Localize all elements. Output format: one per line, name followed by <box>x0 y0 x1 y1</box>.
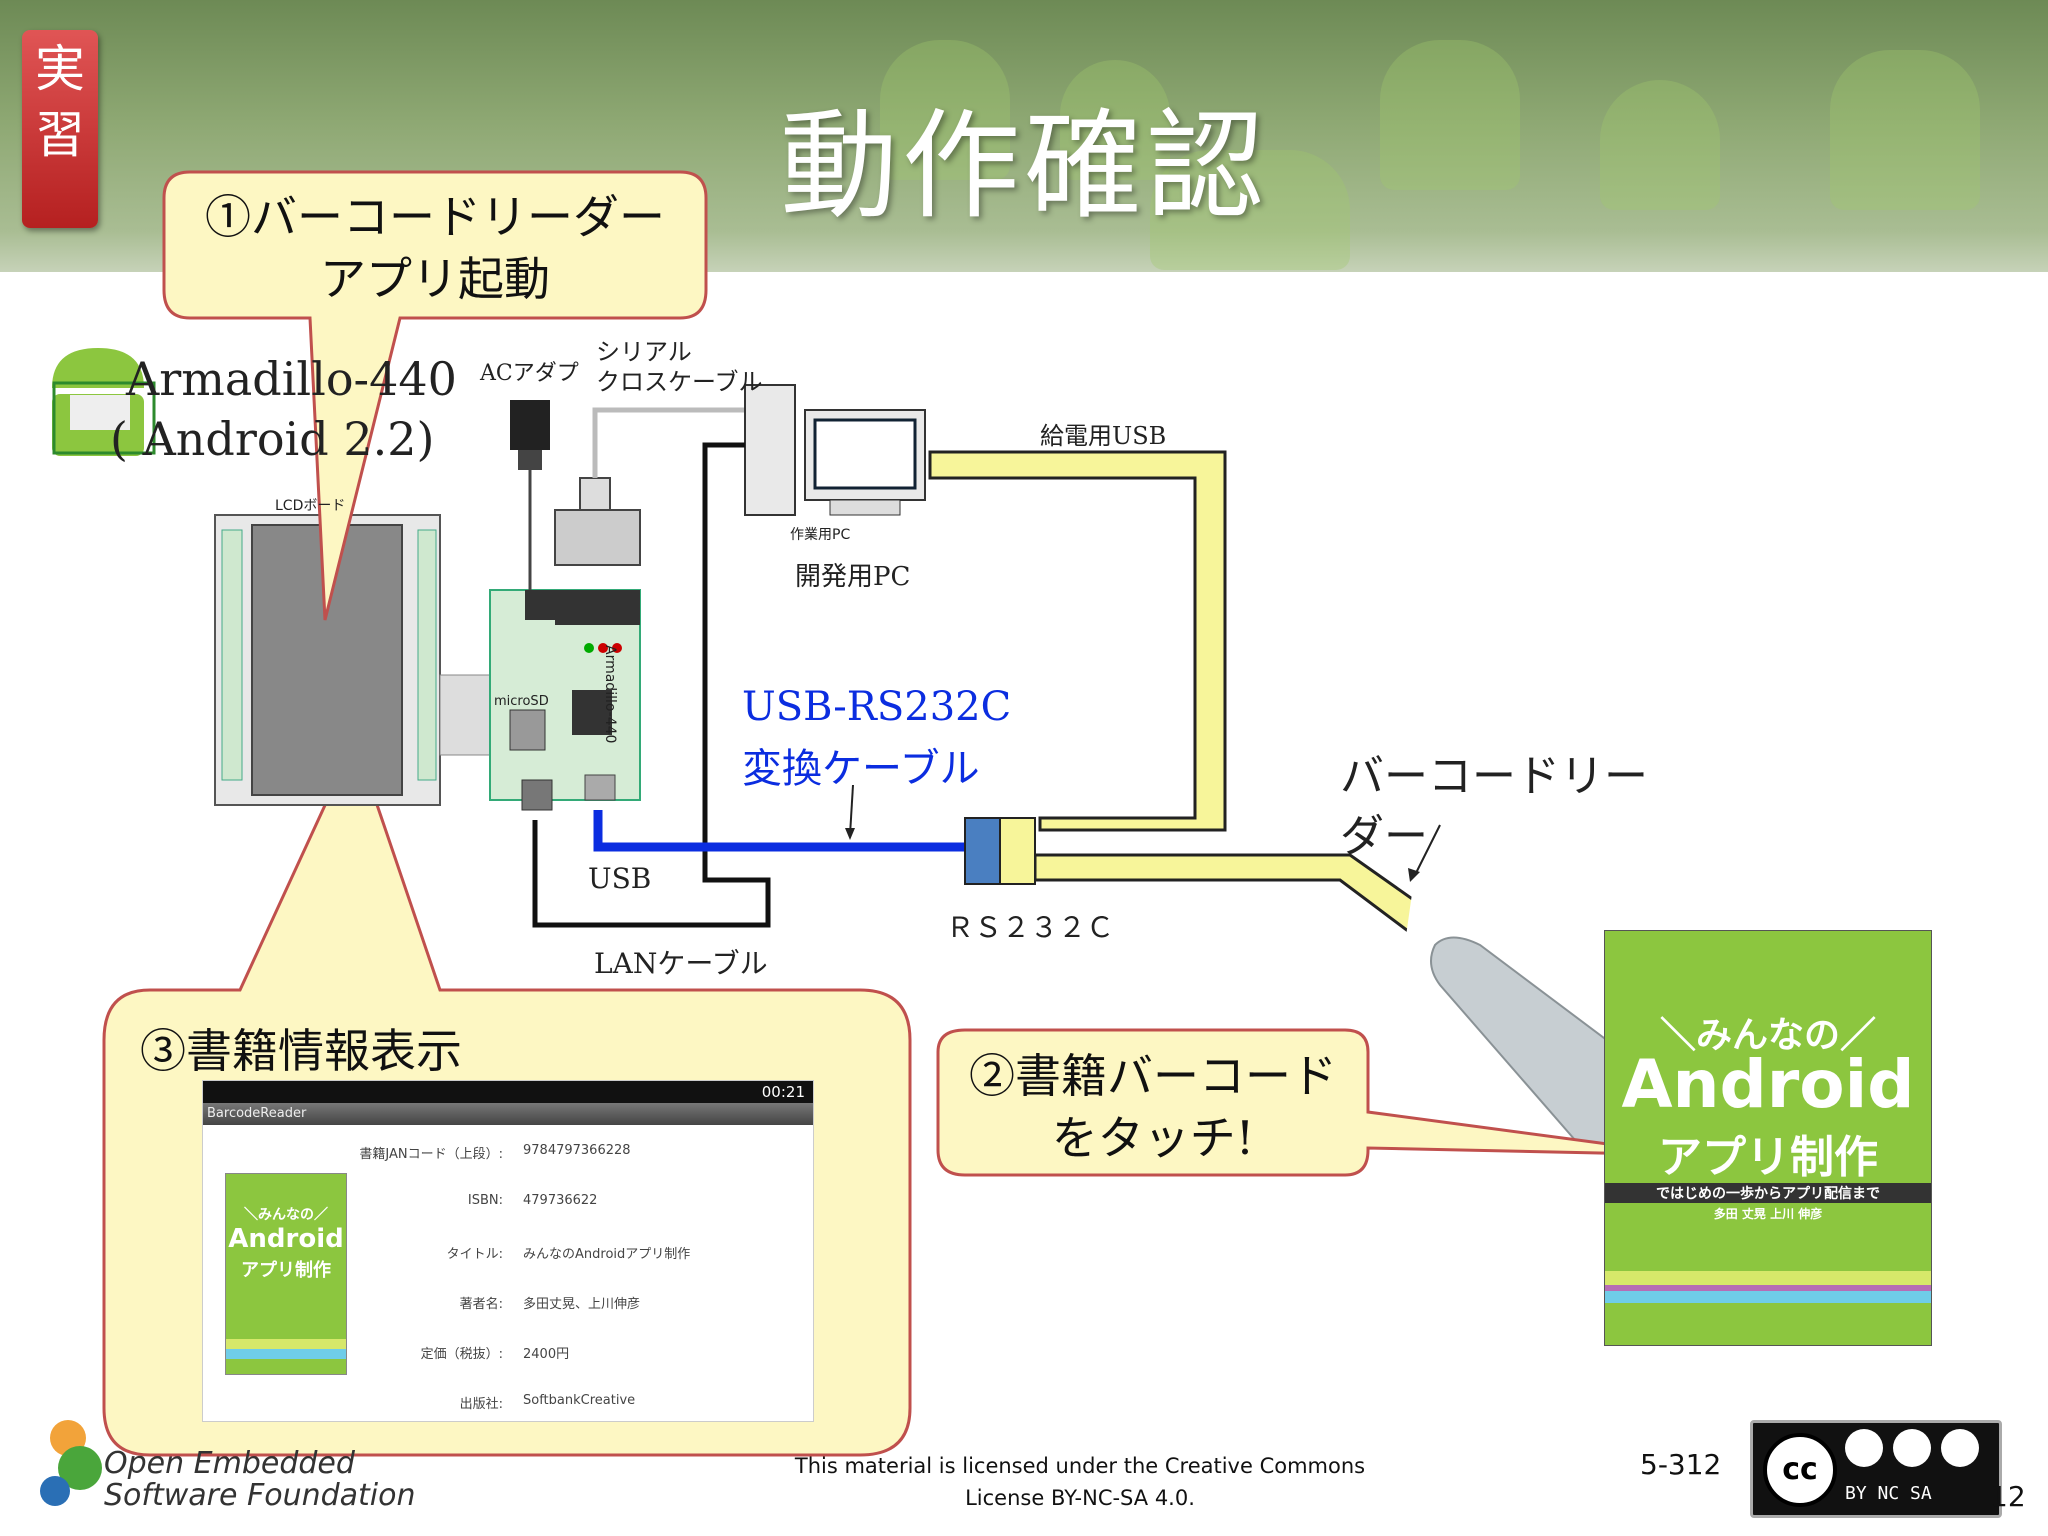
ac-adapter-icon <box>510 400 550 450</box>
status-bar: 00:21 <box>203 1081 813 1103</box>
book-title-line1: ＼みんなの／ <box>1659 1015 1876 1056</box>
field-value: みんなのAndroidアプリ制作 <box>523 1247 691 1262</box>
book-cover-small: ＼みんなの／ Android アプリ制作 <box>225 1173 347 1375</box>
serial-connector <box>554 509 641 566</box>
usb-rs232c-label-line2: 変換ケーブル <box>742 746 980 792</box>
field-label: 著者名: <box>459 1297 503 1312</box>
field-label: 出版社: <box>459 1397 503 1412</box>
callout-1-shape <box>162 170 708 621</box>
android-watermark-icon <box>1060 60 1170 180</box>
work-pc-label: 作業用PC <box>790 527 851 543</box>
armadillo-board <box>489 589 641 811</box>
armadillo-board-label: Armadillo-440 <box>602 645 618 744</box>
barcode-reader-label-line1: バーコードリー <box>1340 751 1648 802</box>
cc-icon: cc <box>1763 1433 1837 1507</box>
android-watermark-icon <box>1150 150 1350 270</box>
callout-2-text: ②書籍バーコード をタッチ! <box>969 1049 1337 1165</box>
board-name-line1: Armadillo-440 <box>126 352 457 406</box>
book-title-line2: Android <box>1621 1046 1915 1123</box>
board-name-line2: ( Android 2.2) <box>110 412 435 466</box>
by-icon <box>1845 1429 1883 1467</box>
lan-cable-label: LANケーブル <box>594 947 768 980</box>
android-watermark-icon <box>880 40 1010 180</box>
usb-rs232c-label-line1: USB-RS232C <box>742 684 1012 730</box>
field-value: 9784797366228 <box>523 1143 631 1158</box>
practice-tag: 実 習 <box>22 30 98 228</box>
dev-pc-label: 開発用PC <box>795 562 911 592</box>
book-subtitle: ではじめの一歩からアプリ配信まで <box>1605 1183 1931 1203</box>
nc-icon <box>1893 1429 1931 1467</box>
sa-icon <box>1941 1429 1979 1467</box>
serial-cable-label-line1: シリアル <box>596 338 692 366</box>
lcd-board-label: LCDボード <box>275 498 346 514</box>
callout-2-shape <box>936 1028 1691 1177</box>
status-time: 00:21 <box>761 1083 805 1101</box>
dev-pc-icon <box>744 384 926 516</box>
ossf-logo-text: Open Embedded Software Foundation <box>104 1446 416 1513</box>
field-label: 書籍JANコード（上段）: <box>359 1147 503 1162</box>
tag-char: 習 <box>35 106 85 164</box>
book-title-line3: アプリ制作 <box>1658 1132 1878 1183</box>
cc-badge-text: BY NC SA <box>1845 1483 1932 1504</box>
cc-license-badge: cc BY NC SA <box>1750 1420 2002 1518</box>
phone-screenshot: 00:21 BarcodeReader ＼みんなの／ Android アプリ制作… <box>202 1080 814 1422</box>
power-usb-label: 給電用USB <box>1040 422 1167 450</box>
slide-title: 動作確認 <box>779 97 1268 235</box>
page-number: 5-312 <box>1640 1448 1722 1481</box>
field-value: 2400円 <box>523 1347 570 1362</box>
barcode-reader-label-line2: ダー <box>1340 811 1428 862</box>
rs232c-connector <box>964 817 1001 885</box>
field-label: 定価（税抜）: <box>420 1347 503 1362</box>
usb-label: USB <box>588 862 652 895</box>
callout-3-text: ③書籍情報表示 <box>140 1024 462 1078</box>
ac-adapter-label: ACアダプ <box>480 361 579 386</box>
android-watermark-icon <box>1380 40 1520 190</box>
field-value: 479736622 <box>523 1193 598 1208</box>
tag-char: 実 <box>35 40 85 98</box>
rs232c-label: ＲＳ２３２Ｃ <box>946 911 1115 944</box>
book-cover-large: ＼みんなの／ Android アプリ制作 ではじめの一歩からアプリ配信まで 多田… <box>1604 930 1932 1346</box>
lcd-board <box>214 514 493 806</box>
book-authors: 多田 丈晃 上川 伸彦 <box>1713 1207 1823 1221</box>
field-value: SoftbankCreative <box>523 1393 636 1408</box>
app-title-bar: BarcodeReader <box>203 1103 813 1125</box>
ossf-logo-icon <box>40 1420 110 1510</box>
android-watermark-icon <box>1600 80 1720 210</box>
microsd-label: microSD <box>494 694 549 709</box>
license-text: This material is licensed under the Crea… <box>794 1454 1366 1510</box>
serial-cable-label-line2: クロスケーブル <box>596 368 763 396</box>
callout-1-text: ①バーコードリーダー アプリ起動 <box>205 190 665 306</box>
android-watermark-icon <box>1830 50 1980 210</box>
android-robot-icon <box>52 348 156 456</box>
page-number-right: 12 <box>1990 1480 2026 1513</box>
field-value: 多田丈晃、上川伸彦 <box>523 1297 641 1312</box>
field-label: ISBN: <box>467 1193 503 1208</box>
field-label: タイトル: <box>446 1247 503 1262</box>
